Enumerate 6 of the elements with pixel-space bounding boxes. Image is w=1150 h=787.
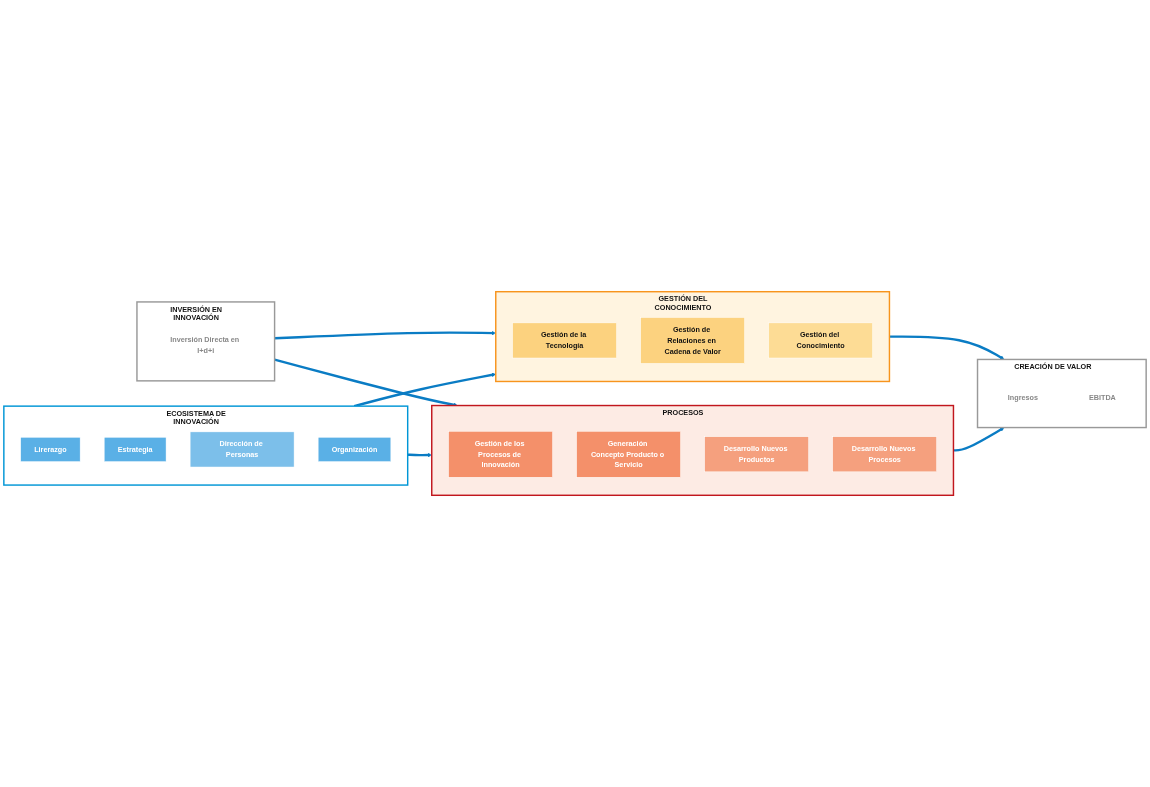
arrow bbox=[274, 330, 496, 340]
arrow bbox=[953, 427, 1005, 452]
arrow bbox=[889, 335, 1005, 360]
arrow bbox=[407, 452, 432, 458]
arrow bbox=[274, 358, 458, 407]
arrow bbox=[353, 372, 496, 408]
